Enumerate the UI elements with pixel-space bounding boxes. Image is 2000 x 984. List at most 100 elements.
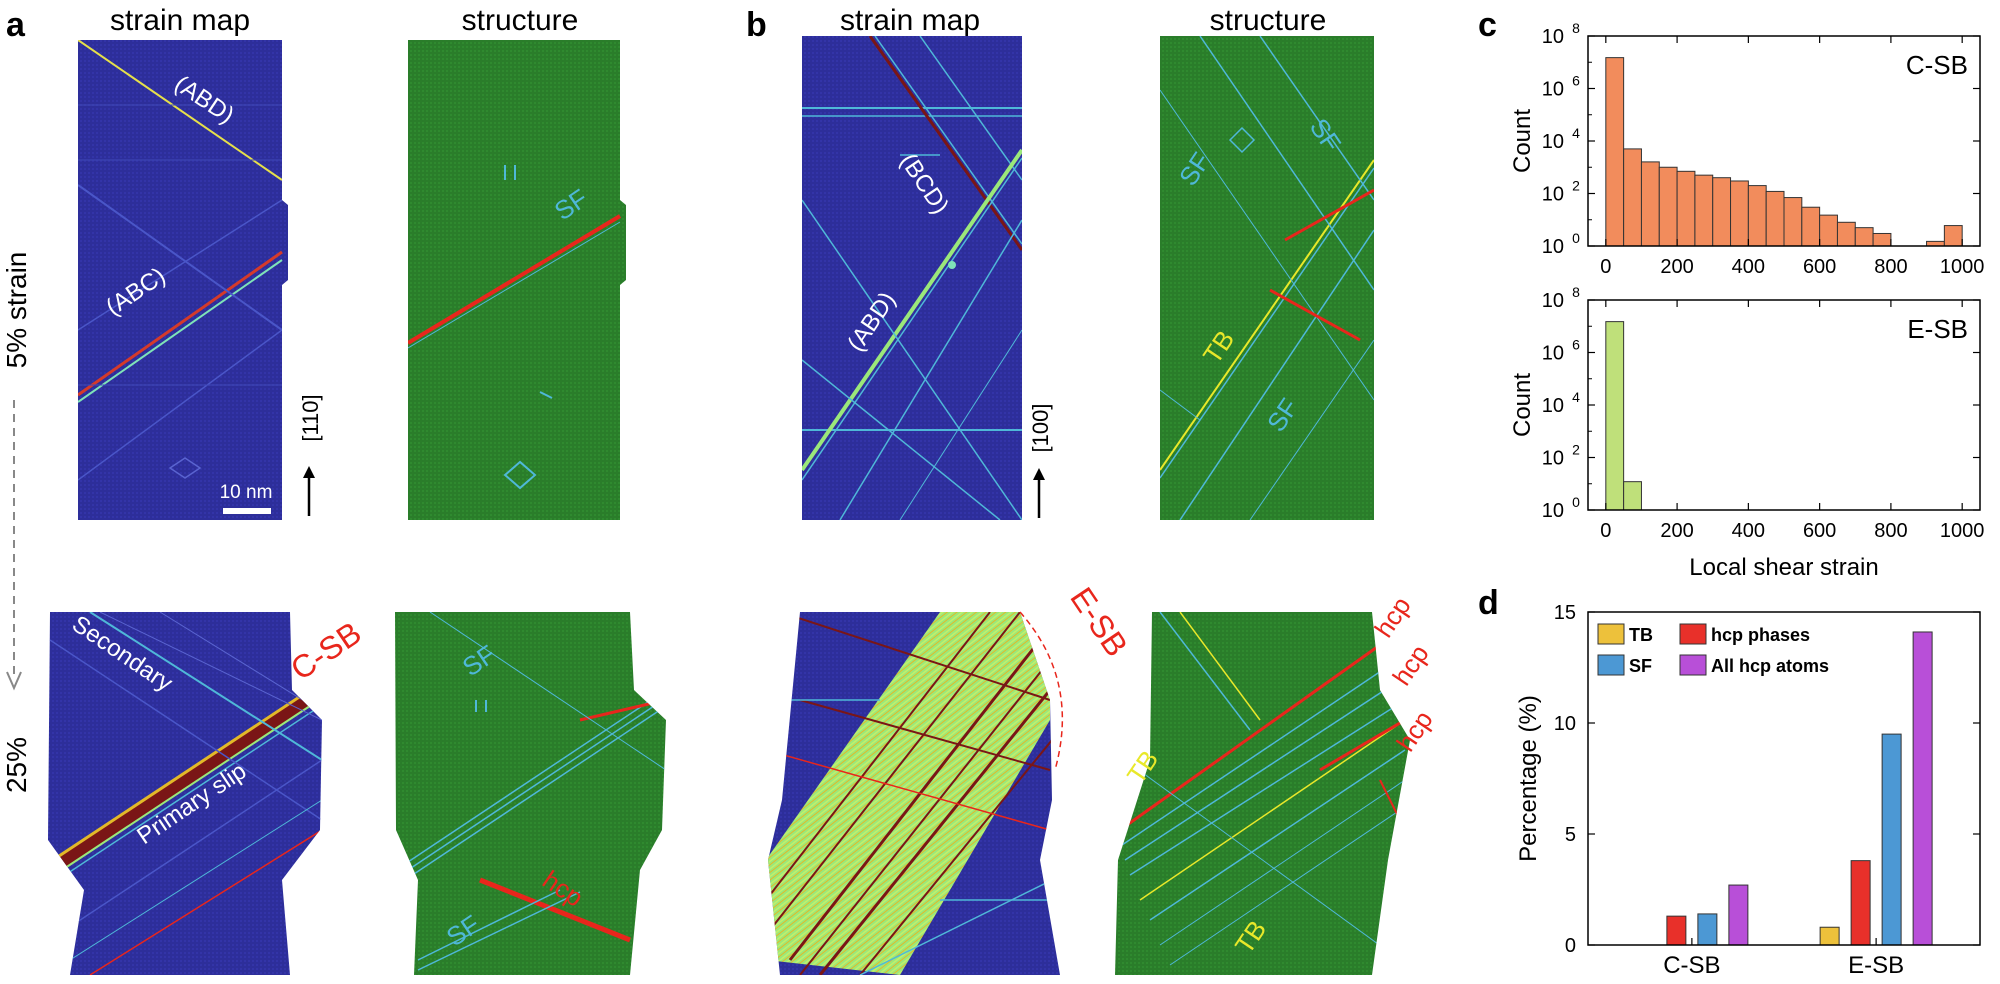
hist-bar-csb <box>1783 197 1803 247</box>
hist-xtick-label-esb: 1000 <box>1940 520 1985 542</box>
hist-xtick-label-esb: 400 <box>1732 520 1765 542</box>
hist-ytick-exp-esb: 4 <box>1572 389 1580 405</box>
hist-ytick-base-csb: 10 <box>1542 236 1564 258</box>
bar-ytick-label: 15 <box>1554 602 1576 624</box>
hist-bar-esb <box>1623 481 1642 511</box>
strain-map-5-esb <box>802 36 1022 520</box>
structure-25-esb <box>1115 612 1410 975</box>
hist-ytick-exp-esb: 2 <box>1572 442 1580 458</box>
panel-b-col1-title: strain map <box>840 4 980 37</box>
hist-bar-csb <box>1854 227 1874 247</box>
hist-ylabel-csb: Count <box>1509 109 1536 173</box>
hist-bar-csb <box>1658 166 1678 247</box>
hist-xtick-label-esb: 800 <box>1874 520 1907 542</box>
bar-e-sb-sf <box>1881 733 1902 946</box>
hist-xtick-label-esb: 200 <box>1660 520 1693 542</box>
bar-e-sb-all-hcp-atoms <box>1912 631 1933 946</box>
label-hcp-b-1: hcp <box>1368 591 1416 643</box>
strain-map-5-csb <box>78 40 288 520</box>
panel-d-letter: d <box>1478 584 1499 622</box>
strain-map-25-csb <box>48 612 322 975</box>
axis-100-arrowhead <box>1033 468 1045 480</box>
axis-110-arrowhead <box>303 466 315 478</box>
axis-100-label: [100] <box>1028 404 1053 453</box>
axis-110-label: [110] <box>298 394 323 441</box>
panel-c-letter: c <box>1478 6 1497 44</box>
bar-c-sb-hcp-phases <box>1666 915 1687 946</box>
bar-ytick-label: 10 <box>1554 713 1576 735</box>
hist-bar-csb <box>1836 221 1856 247</box>
hist-xtick-label-csb: 400 <box>1732 256 1765 278</box>
legend-swatch-sf <box>1597 654 1625 676</box>
hist-bar-csb <box>1623 148 1642 247</box>
structure-5-esb <box>1160 36 1374 520</box>
bar-chart-frame <box>1587 611 1981 946</box>
legend-swatch-hcp-phases <box>1679 623 1707 645</box>
strain-map-25-esb <box>768 612 1060 975</box>
hist-ytick-base-esb: 10 <box>1542 448 1564 470</box>
hist-ytick-exp-esb: 8 <box>1572 284 1580 300</box>
label-hcp-b-2: hcp <box>1386 639 1434 691</box>
hist-bar-csb <box>1801 206 1821 247</box>
hist-ytick-base-csb: 10 <box>1542 26 1564 48</box>
hist-xlabel-esb: Local shear strain <box>1689 554 1878 581</box>
structure-5-csb <box>408 40 626 520</box>
legend-swatch-all-hcp-atoms <box>1679 654 1707 676</box>
hist-legend-esb: E-SB <box>1907 314 1968 344</box>
hist-ytick-base-esb: 10 <box>1542 343 1564 365</box>
bar-ylabel: Percentage (%) <box>1515 695 1542 862</box>
hist-ytick-base-csb: 10 <box>1542 131 1564 153</box>
hist-ytick-exp-esb: 0 <box>1572 494 1580 510</box>
scale-bar <box>223 508 271 514</box>
panel-a-col1-title: strain map <box>110 4 250 37</box>
bar-xtick-label: C-SB <box>1663 952 1720 979</box>
hist-xtick-label-csb: 800 <box>1874 256 1907 278</box>
hist-ytick-exp-csb: 8 <box>1572 20 1580 36</box>
hist-bar-csb <box>1943 225 1963 247</box>
panel-b-col2-title: structure <box>1210 4 1327 37</box>
hist-xtick-label-csb: 600 <box>1803 256 1836 278</box>
bar-ytick-label: 5 <box>1565 824 1576 846</box>
hist-ytick-base-csb: 10 <box>1542 79 1564 101</box>
hist-bar-csb <box>1640 161 1660 247</box>
bar-c-sb-sf <box>1697 913 1718 946</box>
hist-ytick-base-csb: 10 <box>1542 184 1564 206</box>
strain-5-label: 5% strain <box>1 252 32 369</box>
hist-xtick-label-csb: 0 <box>1600 256 1611 278</box>
legend-label-sf: SF <box>1629 656 1652 676</box>
hist-ytick-exp-csb: 4 <box>1572 125 1580 141</box>
panel-b-letter: b <box>746 6 767 44</box>
bar-xtick-label: E-SB <box>1848 952 1904 979</box>
panel-a-col2-title: structure <box>462 4 579 37</box>
hist-bar-csb <box>1819 214 1838 247</box>
hist-bar-csb <box>1694 174 1714 247</box>
hist-bar-csb <box>1730 180 1749 247</box>
legend-label-all-hcp-atoms: All hcp atoms <box>1711 656 1829 676</box>
hist-ytick-base-esb: 10 <box>1542 500 1564 522</box>
esb-dashed-arc <box>1019 611 1064 771</box>
hist-bar-csb <box>1765 190 1785 247</box>
hist-bar-csb <box>1676 170 1696 247</box>
hist-ytick-base-esb: 10 <box>1542 395 1564 417</box>
hist-ytick-exp-csb: 6 <box>1572 73 1580 89</box>
hist-ytick-exp-csb: 2 <box>1572 178 1580 194</box>
hist-ytick-exp-csb: 0 <box>1572 230 1580 246</box>
strain-arrow-head <box>6 671 22 691</box>
hist-bar-csb <box>1605 57 1625 247</box>
legend-swatch-tb <box>1597 623 1625 645</box>
bar-e-sb-tb <box>1819 926 1840 946</box>
hist-ytick-base-esb: 10 <box>1542 290 1564 312</box>
hist-xtick-label-csb: 200 <box>1660 256 1693 278</box>
hist-xtick-label-csb: 1000 <box>1940 256 1985 278</box>
structure-25-csb <box>395 612 666 975</box>
hist-bar-csb <box>1747 185 1767 247</box>
bar-c-sb-all-hcp-atoms <box>1728 884 1749 946</box>
bar-e-sb-hcp-phases <box>1850 860 1871 946</box>
hist-bar-csb <box>1712 177 1732 247</box>
hist-ytick-exp-esb: 6 <box>1572 337 1580 353</box>
hist-xtick-label-esb: 0 <box>1600 520 1611 542</box>
label-csb: C-SB <box>284 615 368 688</box>
legend-label-hcp-phases: hcp phases <box>1711 625 1810 645</box>
label-esb: E-SB <box>1063 581 1135 663</box>
